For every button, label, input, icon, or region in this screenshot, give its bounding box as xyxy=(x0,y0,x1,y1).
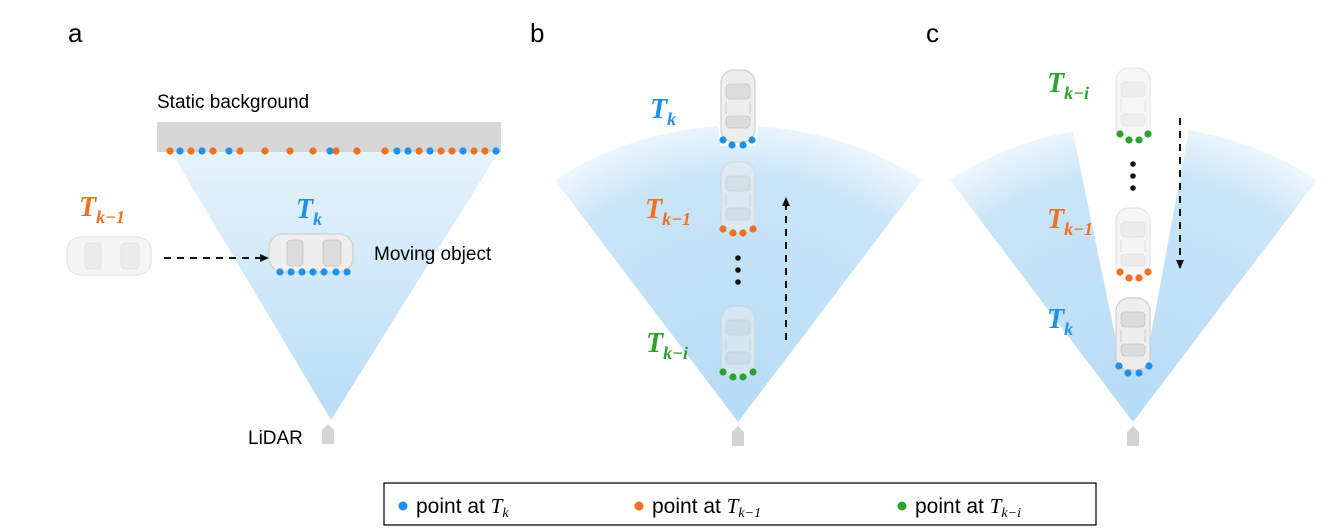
car-past-b xyxy=(720,305,756,379)
legend-box xyxy=(383,482,1097,526)
car-previous-a xyxy=(66,236,152,276)
legend-label-previous: point at Tk−1 xyxy=(652,494,761,521)
car-current-b xyxy=(720,69,756,143)
panel-b: b Tk Tk−1 Tk−i xyxy=(530,18,922,446)
time-label-c-prev: Tk−1 xyxy=(1047,204,1093,239)
static-background-label: Static background xyxy=(157,92,309,113)
legend-item-previous: point at Tk−1 xyxy=(634,494,761,521)
lidar-field-of-view-a xyxy=(170,150,500,420)
time-label-a-now: Tk xyxy=(296,194,322,229)
lidar-sensor-icon-c xyxy=(1127,426,1139,446)
legend-item-current: point at Tk xyxy=(398,494,509,521)
car-current-a xyxy=(268,233,354,273)
static-background-points xyxy=(166,147,500,155)
car-points-c-now xyxy=(1115,362,1153,377)
car-points-b-prev xyxy=(719,225,757,237)
static-background-bar xyxy=(157,122,501,152)
lidar-field-of-view-b xyxy=(555,125,922,423)
moving-object-points-a xyxy=(276,268,351,276)
lidar-sensor-icon-b xyxy=(732,426,744,446)
car-points-b-now xyxy=(719,136,756,149)
moving-object-label: Moving object xyxy=(374,244,492,265)
legend-marker-orange xyxy=(634,501,644,511)
legend-marker-blue xyxy=(398,501,408,511)
panel-a: a Static background xyxy=(66,18,501,449)
time-label-c-now: Tk xyxy=(1047,304,1073,339)
panel-c: c Tk−i Tk−1 Tk xyxy=(926,18,1317,446)
legend: point at Tk point at Tk−1 point at Tk−i xyxy=(383,482,1097,526)
panel-letter-c: c xyxy=(926,18,939,48)
ellipsis-dots-c xyxy=(1130,161,1136,191)
time-label-b-prev: Tk−1 xyxy=(645,194,691,229)
car-points-c-prev xyxy=(1116,268,1152,282)
legend-marker-green xyxy=(897,501,907,511)
lidar-sensor-icon-a xyxy=(322,424,334,444)
car-previous-b xyxy=(720,161,756,235)
time-label-b-now: Tk xyxy=(650,94,676,129)
car-current-c xyxy=(1115,297,1151,371)
time-label-a-prev: Tk−1 xyxy=(79,192,125,227)
time-label-c-past: Tk−i xyxy=(1047,68,1089,103)
legend-label-current: point at Tk xyxy=(416,494,509,521)
car-points-b-past xyxy=(719,368,757,381)
legend-item-past: point at Tk−i xyxy=(897,494,1021,521)
car-past-c xyxy=(1115,67,1151,141)
panel-letter-b: b xyxy=(530,18,544,48)
occlusion-shadow-c xyxy=(1060,70,1200,340)
car-points-c-past xyxy=(1116,130,1152,144)
ellipsis-dots-b xyxy=(735,255,741,285)
legend-label-past: point at Tk−i xyxy=(915,494,1021,521)
time-label-b-past: Tk−i xyxy=(646,328,688,363)
panel-letter-a: a xyxy=(68,18,83,48)
lidar-label: LiDAR xyxy=(248,428,303,449)
